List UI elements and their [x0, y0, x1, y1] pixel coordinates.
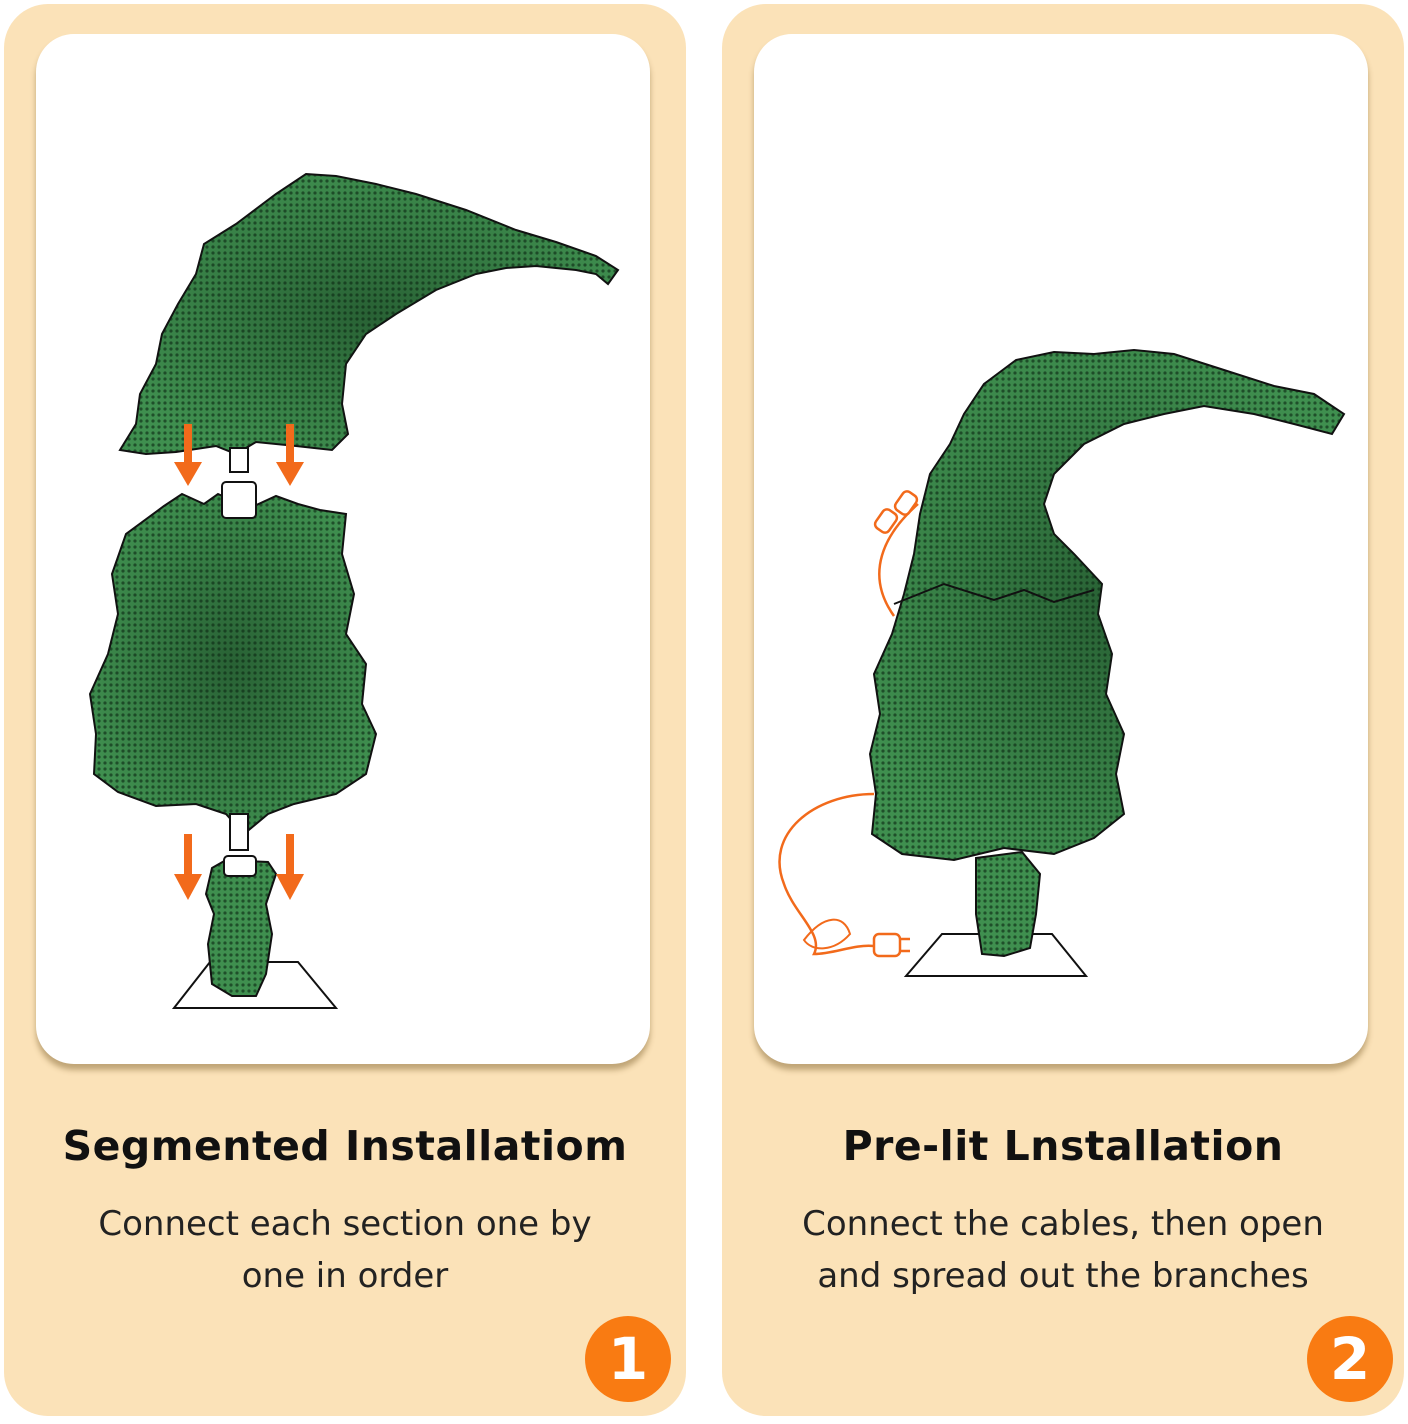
step-1-description: Connect each section one by one in order	[64, 1198, 626, 1302]
pre-lit-installation-illustration	[754, 34, 1368, 1064]
step-1-number-badge: 1	[585, 1316, 671, 1402]
tree-base-section	[206, 860, 276, 996]
base-connector	[224, 856, 256, 876]
step-1-panel: Segmented Installatiom Connect each sect…	[4, 4, 686, 1416]
step-1-title: Segmented Installatiom	[4, 1122, 686, 1170]
step-2-number-badge: 2	[1307, 1316, 1393, 1402]
step-2-illustration-card	[754, 34, 1368, 1064]
step-1-illustration-card	[36, 34, 650, 1064]
down-arrow-icon	[276, 834, 304, 900]
step-2-description: Connect the cables, then open and spread…	[782, 1198, 1344, 1302]
middle-connector-bottom	[230, 814, 248, 850]
tree-base-section	[976, 852, 1040, 956]
step-2-panel: Pre-lit Lnstallation Connect the cables,…	[722, 4, 1404, 1416]
middle-connector-top	[222, 482, 256, 518]
step-2-title: Pre-lit Lnstallation	[722, 1122, 1404, 1170]
top-connector	[230, 448, 248, 472]
power-cord-icon	[780, 794, 874, 954]
plug-icon	[874, 934, 910, 956]
segmented-installation-illustration	[36, 34, 650, 1064]
down-arrow-icon	[174, 834, 202, 900]
